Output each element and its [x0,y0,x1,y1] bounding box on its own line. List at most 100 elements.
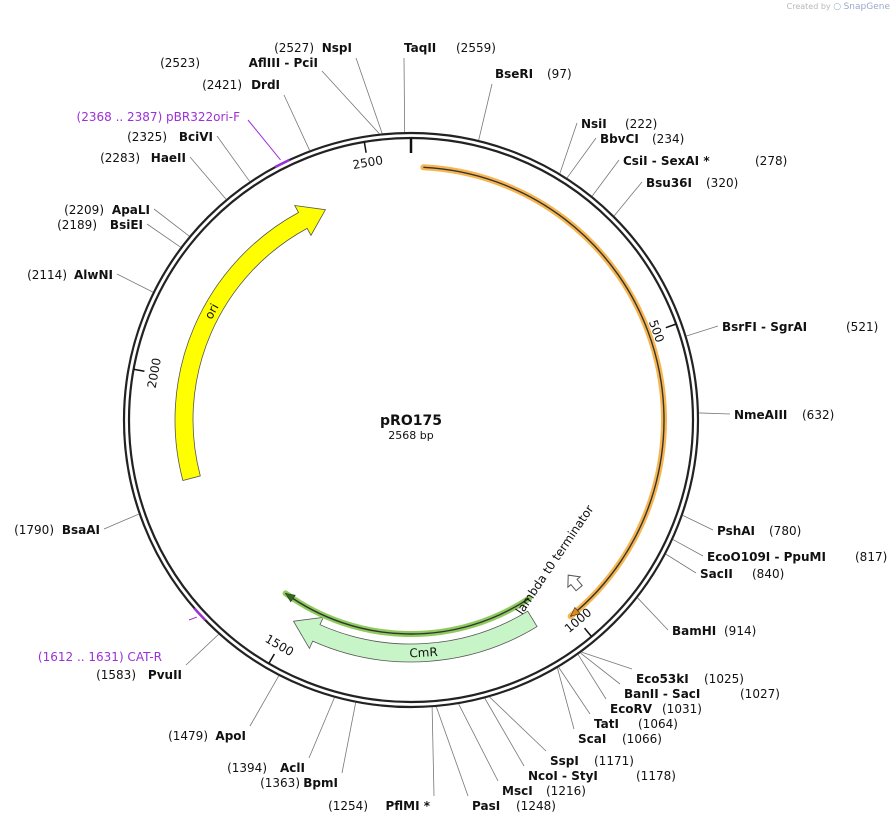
enzyme-name[interactable]: BciVI [179,130,213,144]
enzyme-position: (2114) [27,268,67,282]
enzyme-position: (840) [752,567,784,581]
enzyme-site-sspi[interactable]: (1171) SspI [550,754,634,768]
tick-mark-1500 [268,653,276,664]
enzyme-site-nspi[interactable]: (2527)NspI [274,41,352,55]
enzyme-site-ecoo109i-ppumi[interactable]: (817)EcoO109I - PpuMI [707,550,887,564]
enzyme-site-banii-saci[interactable]: (1027)BanII - SacI [624,687,780,701]
enzyme-leader-9 [185,634,219,666]
enzyme-site-sacii[interactable]: (840) SacII [700,567,784,581]
enzyme-leader-4 [189,156,227,200]
enzyme-site-taqii[interactable]: (2559)TaqII [404,41,496,55]
enzyme-name[interactable]: PasI [472,799,500,813]
enzyme-name[interactable]: SacII [700,567,733,581]
enzyme-site-bsaai[interactable]: (1790) BsaAI [14,523,100,537]
enzyme-site-acli[interactable]: (1394)AclI [227,761,305,775]
enzyme-position: (320) [706,176,738,190]
enzyme-name[interactable]: Bsu36I [646,176,692,190]
enzyme-site-nsii[interactable]: (222)NsiI [581,117,657,131]
enzyme-site-bsiei[interactable]: (2189) BsiEI [57,218,143,232]
enzyme-position: (521) [846,320,878,334]
enzyme-site-pflmi-[interactable]: (1254)PflMI * [328,799,431,813]
enzyme-site-afliii-pcii[interactable]: (2523)AflIII - PciI [160,56,318,70]
feature-cmr-label: CmR [409,645,438,661]
enzyme-site-bbvci[interactable]: (234)BbvCI [600,132,684,146]
enzyme-name[interactable]: BpmI [303,776,338,790]
enzyme-leader-5 [153,208,190,237]
enzyme-site-csii-sexai-[interactable]: (278)CsiI - SexAI * [623,154,787,168]
enzyme-site-bsrfi-sgrai[interactable]: (521) BsrFI - SgrAI [722,320,878,334]
enzyme-name[interactable]: DrdI [251,78,280,92]
enzyme-leader-15 [458,703,499,782]
enzyme-name[interactable]: AclI [280,761,305,775]
enzyme-name[interactable]: EcoO109I - PpuMI [707,550,826,564]
enzyme-site-ecorv[interactable]: (1031) EcoRV [610,702,702,716]
enzyme-position: (1066) [622,732,662,746]
enzyme-name[interactable]: BsiEI [110,218,143,232]
enzyme-site-nmeaiii[interactable]: (632)NmeAIII [734,408,834,422]
enzyme-name[interactable]: CsiI - SexAI * [623,154,710,168]
backbone-outer-strand [122,131,700,709]
enzyme-site-bamhi[interactable]: (914)BamHI [672,624,756,638]
enzyme-name[interactable]: BanII - SacI [624,687,700,701]
enzyme-position: (2189) [57,218,97,232]
enzyme-name[interactable]: BseRI [495,67,533,81]
enzyme-name[interactable]: SspI [550,754,579,768]
enzyme-name[interactable]: BbvCI [600,132,639,146]
enzyme-site-apali[interactable]: (2209) ApaLI [64,203,150,217]
enzyme-site-bseri[interactable]: (97) BseRI [495,67,572,81]
enzyme-name[interactable]: NcoI - StyI [528,769,598,783]
enzyme-name[interactable]: AlwNI [74,268,113,282]
tick-mark-2000 [133,368,145,372]
enzyme-position: (1031) [662,702,702,716]
enzyme-name[interactable]: PshAI [717,524,755,538]
enzyme-name[interactable]: ScaI [578,732,606,746]
enzyme-name[interactable]: ApaLI [112,203,150,217]
feature-orange-arc-head [570,606,581,617]
enzyme-site-bcivi[interactable]: (2325)BciVI [127,130,213,144]
feature-green-arc-line [285,592,530,635]
enzyme-site-pvuii[interactable]: (1583) PvuII [96,668,182,682]
tick-label-1500: 1500 [263,632,296,659]
enzyme-name[interactable]: MscI [502,784,533,798]
enzyme-name[interactable]: EcoRV [610,702,653,716]
enzyme-name[interactable]: PvuII [148,668,182,682]
tick-mark-500 [665,323,677,329]
enzyme-leader-29 [613,181,643,217]
enzyme-name[interactable]: NsiI [581,117,607,131]
enzyme-site-pshai[interactable]: (780) PshAI [717,524,801,538]
enzyme-name[interactable]: BamHI [672,624,716,638]
enzyme-name[interactable]: NspI [322,41,352,55]
enzyme-leader-26 [682,515,714,531]
enzyme-site-bpmi[interactable]: (1363)BpmI [260,776,338,790]
enzyme-site-tati[interactable]: (1064)TatI [594,717,678,731]
enzyme-name[interactable]: ApoI [215,729,246,743]
enzyme-site-drdi[interactable]: (2421)DrdI [202,78,280,92]
enzyme-leader-8 [103,513,139,530]
enzyme-name[interactable]: BsaAI [62,523,100,537]
enzyme-site-apoi[interactable]: (1479)ApoI [168,729,246,743]
enzyme-position: (780) [769,524,801,538]
enzyme-site-bsu36i[interactable]: (320) Bsu36I [646,176,738,190]
enzyme-site-eco53ki[interactable]: (1025)Eco53kI [636,672,744,686]
enzyme-name[interactable]: Eco53kI [636,672,689,686]
enzyme-name[interactable]: PflMI * [385,799,430,813]
enzyme-name[interactable]: NmeAIII [734,408,787,422]
enzyme-site-ncoi-styi[interactable]: (1178)NcoI - StyI [528,769,676,783]
enzyme-site-pasi[interactable]: (1248)PasI [472,799,556,813]
enzyme-position: (97) [547,67,572,81]
enzyme-name[interactable]: BsrFI - SgrAI [722,320,807,334]
enzyme-name[interactable]: HaeII [151,151,186,165]
enzyme-position: (2209) [64,203,104,217]
enzyme-labels: (2527)NspI(2523)AflIII - PciI (2421)DrdI (… [14,41,887,813]
enzyme-position: (1171) [594,754,634,768]
enzyme-site-haeii[interactable]: (2283)HaeII [100,151,186,165]
enzyme-position: (1790) [14,523,54,537]
enzyme-name[interactable]: TaqII [404,41,436,55]
enzyme-name[interactable]: AflIII - PciI [249,56,318,70]
enzyme-position: (1583) [96,668,136,682]
enzyme-site-alwni[interactable]: (2114) AlwNI [27,268,113,282]
enzyme-site-msci[interactable]: (1216)MscI [502,784,586,798]
enzyme-name[interactable]: TatI [594,717,619,731]
enzyme-site-scai[interactable]: (1066) ScaI [578,732,662,746]
